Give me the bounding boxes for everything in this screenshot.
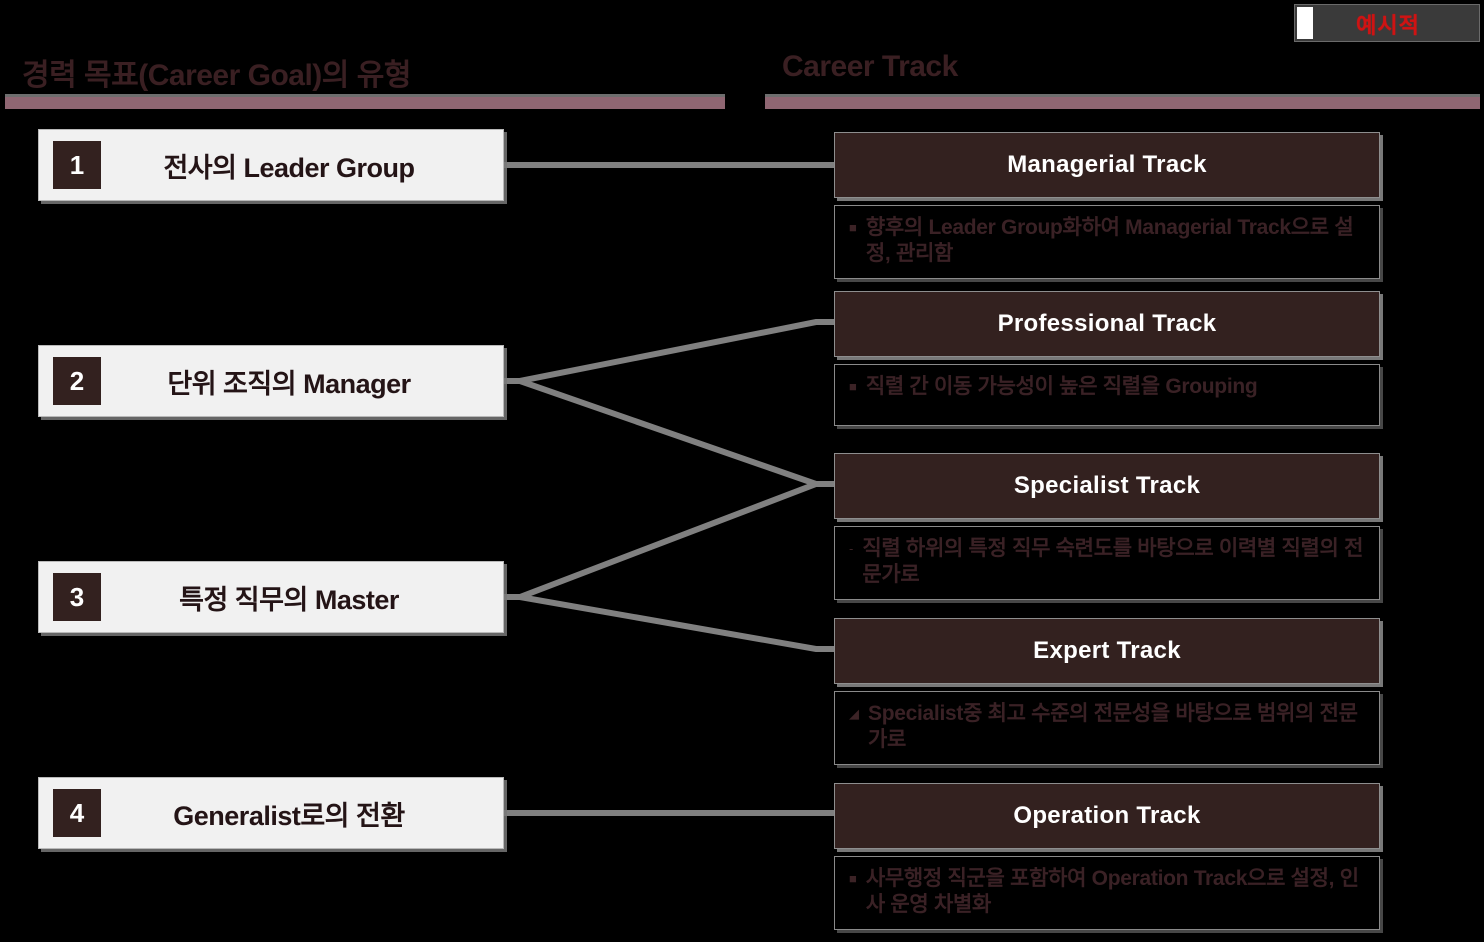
track-managerial[interactable]: Managerial Track ■ 향후의 Leader Group화하여 M… bbox=[834, 132, 1380, 279]
goal-label-2: 단위 조직의 Manager bbox=[167, 368, 411, 399]
track-title-managerial: Managerial Track bbox=[834, 132, 1380, 198]
track-specialist[interactable]: Specialist Track - 직렬 하위의 특정 직무 숙련도를 바탕으… bbox=[834, 453, 1380, 600]
goal-number-3: 3 bbox=[53, 573, 101, 621]
left-section-rule bbox=[5, 94, 725, 109]
goal-label-1: 전사의 Leader Group bbox=[163, 152, 415, 183]
badge-stub bbox=[1297, 7, 1313, 39]
track-title-professional: Professional Track bbox=[834, 291, 1380, 357]
track-desc-box-specialist: - 직렬 하위의 특정 직무 숙련도를 바탕으로 이력별 직렬의 전문가로 bbox=[834, 526, 1380, 600]
track-desc-box-professional: ■ 직렬 간 이동 가능성이 높은 직렬을 Grouping bbox=[834, 364, 1380, 426]
badge-label: 예시적 bbox=[1356, 13, 1420, 38]
goal-box-1[interactable]: 1 전사의 Leader Group bbox=[38, 129, 504, 201]
bullet-icon: ◢ bbox=[849, 706, 859, 721]
bullet-icon: ■ bbox=[849, 871, 857, 886]
track-operation[interactable]: Operation Track ■ 사무행정 직군을 포함하여 Operatio… bbox=[834, 783, 1380, 930]
left-section-title: 경력 목표(Career Goal)의 유형 bbox=[22, 59, 411, 92]
goal-box-3[interactable]: 3 특정 직무의 Master bbox=[38, 561, 504, 633]
goal-box-4[interactable]: 4 Generalist로의 전환 bbox=[38, 777, 504, 849]
bullet-icon: - bbox=[849, 541, 854, 556]
track-expert[interactable]: Expert Track ◢ Specialist중 최고 수준의 전문성을 바… bbox=[834, 618, 1380, 765]
track-title-expert: Expert Track bbox=[834, 618, 1380, 684]
track-title-operation: Operation Track bbox=[834, 783, 1380, 849]
track-desc-professional: 직렬 간 이동 가능성이 높은 직렬을 Grouping bbox=[865, 375, 1258, 398]
goal-label-3: 특정 직무의 Master bbox=[179, 584, 399, 615]
goal-number-2: 2 bbox=[53, 357, 101, 405]
track-desc-box-managerial: ■ 향후의 Leader Group화하여 Managerial Track으로… bbox=[834, 205, 1380, 279]
goal-label-4: Generalist로의 전환 bbox=[173, 800, 405, 831]
example-badge: 예시적 bbox=[1294, 4, 1480, 42]
track-desc-specialist: 직렬 하위의 특정 직무 숙련도를 바탕으로 이력별 직렬의 전문가로 bbox=[862, 537, 1364, 587]
bullet-icon: ■ bbox=[849, 379, 857, 394]
track-desc-managerial: 향후의 Leader Group화하여 Managerial Track으로 설… bbox=[865, 216, 1354, 266]
track-desc-box-expert: ◢ Specialist중 최고 수준의 전문성을 바탕으로 범위의 전문가로 bbox=[834, 691, 1380, 765]
goal-number-1: 1 bbox=[53, 141, 101, 189]
track-desc-box-operation: ■ 사무행정 직군을 포함하여 Operation Track으로 설정, 인사… bbox=[834, 856, 1380, 930]
track-desc-expert: Specialist중 최고 수준의 전문성을 바탕으로 범위의 전문가로 bbox=[868, 702, 1358, 752]
goal-number-4: 4 bbox=[53, 789, 101, 837]
track-title-specialist: Specialist Track bbox=[834, 453, 1380, 519]
track-professional[interactable]: Professional Track ■ 직렬 간 이동 가능성이 높은 직렬을… bbox=[834, 291, 1380, 426]
right-section-title: Career Track bbox=[782, 50, 958, 83]
bullet-icon: ■ bbox=[849, 220, 857, 235]
track-desc-operation: 사무행정 직군을 포함하여 Operation Track으로 설정, 인사 운… bbox=[865, 867, 1359, 917]
right-section-rule bbox=[765, 94, 1480, 109]
goal-box-2[interactable]: 2 단위 조직의 Manager bbox=[38, 345, 504, 417]
